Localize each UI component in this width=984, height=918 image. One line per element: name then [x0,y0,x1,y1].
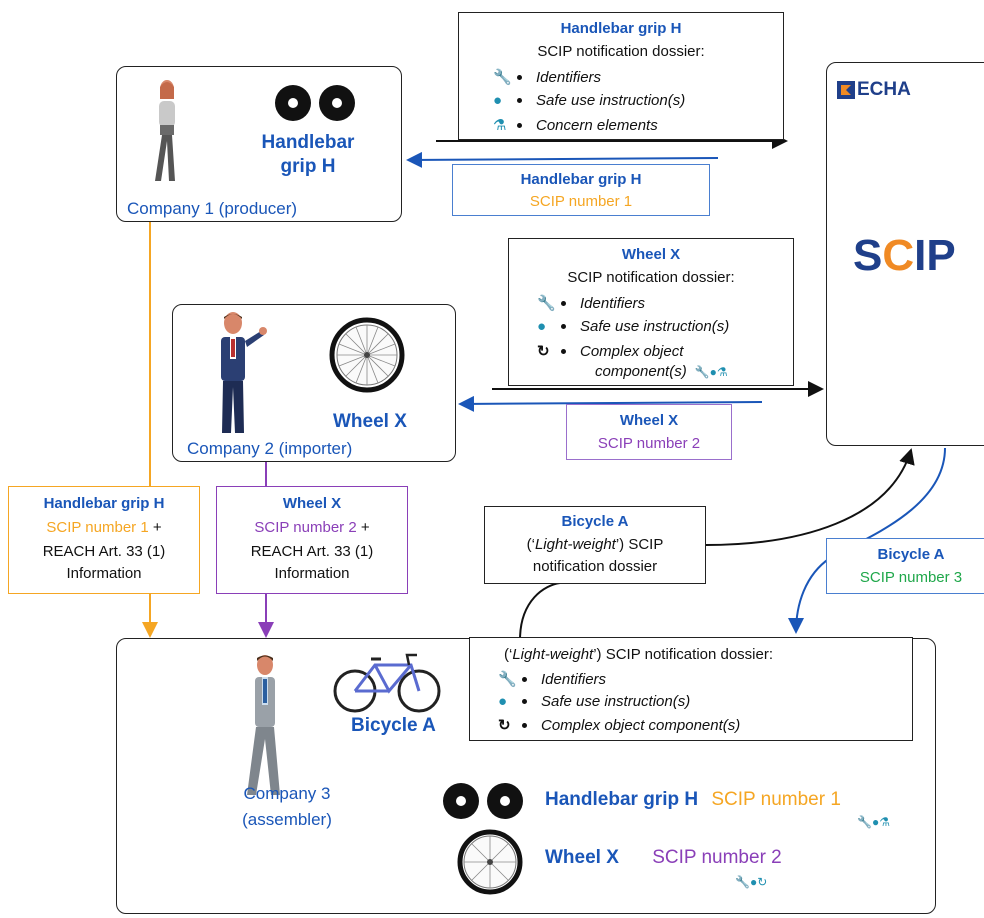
info1-box: Handlebar grip H SCIP number 1 + REACH A… [8,486,200,594]
component1-scip: SCIP number 1 [711,789,841,810]
component1-name: Handlebar grip H [545,789,699,810]
info2-reach: REACH Art. 33 (1) [250,543,374,560]
inner-dossier-item-complex-object: ↻Complex object component(s) [498,716,741,735]
reply2-scip-number: SCIP number 2 [597,435,701,452]
company2-product-label: Wheel X [333,411,407,432]
company3-label: Company 3 (assembler) [242,784,332,829]
reply1-title: Handlebar grip H [520,171,642,188]
dossier2-title: Wheel X [621,246,681,263]
arrow-echa-to-company1 [406,151,719,168]
reply2-title: Wheel X [619,412,679,429]
dossier2-heading: SCIP notification dossier: [567,269,735,286]
cycle-arrow-icon: ↻ [498,717,511,734]
inner-dossier-box: (‘Light-weight’) SCIP notification dossi… [469,637,913,741]
dossier3-line2: (‘Light-weight’) SCIP [526,536,664,553]
company3-product-label: Bicycle A [351,715,436,736]
dossier2-item-complex-object-cont: component(s) 🔧●⚗ [595,363,728,380]
company2-box: Wheel X Company 2 (importer) [172,304,456,462]
dossier3-line3: notification dossier [532,558,658,575]
info2-scip-line: SCIP number 2 + [254,519,370,536]
person-info-icon: ● [537,318,547,335]
reply3-box: Bicycle A SCIP number 3 [826,538,984,594]
echa-logo-text: ECHA [857,79,911,100]
screwdriver-icon: 🔧 [498,671,517,688]
screwdriver-icon: 🔧 [537,295,556,312]
echa-panel: ECHA SCIP [826,62,984,446]
identifier-icons-small: 🔧●⚗ [694,364,728,379]
echa-logo: ECHA [837,79,911,101]
cycle-arrow-icon: ↻ [537,343,550,360]
company2-label: Company 2 (importer) [187,439,353,458]
businessman-figure-icon [221,312,267,433]
reply3-title: Bicycle A [877,546,945,563]
dossier1-box: Handlebar grip H SCIP notification dossi… [458,12,784,140]
component1-icons: 🔧●⚗ [857,815,890,829]
info1-reach: REACH Art. 33 (1) [42,543,166,560]
company3-box: Bicycle A Company 3 (assembler) (‘Light-… [116,637,936,914]
reply2-box: Wheel X SCIP number 2 [566,404,732,460]
person-info-icon: ● [493,92,503,109]
company1-box: Handlebar grip H Company 1 (producer) [116,66,402,222]
component2-name: Wheel X [545,847,619,868]
dossier2-box: Wheel X SCIP notification dossier: 🔧Iden… [508,238,794,386]
arrow-echa-to-company2 [458,395,763,412]
dossier2-item-safe-use: ●Safe use instruction(s) [537,318,730,335]
woman-figure-icon [155,80,175,181]
component2-scip: SCIP number 2 [652,847,782,868]
reply1-scip-number: SCIP number 1 [529,193,633,210]
wheel-icon [457,829,523,895]
company1-product-label: Handlebar grip H [261,132,355,177]
wheel-icon [329,317,405,393]
screwdriver-icon: 🔧 [493,69,512,86]
arrow-bicycle-dossier-to-echa [519,582,561,641]
echa-logo-icon [837,81,855,99]
dossier1-item-identifiers: 🔧Identifiers [493,68,602,87]
component1-row: Handlebar grip H SCIP number 1 [545,789,841,811]
handlebar-grip-icon [443,783,523,819]
man-walking-figure-icon [247,655,280,795]
bicycle-icon [333,653,441,713]
dossier1-heading: SCIP notification dossier: [537,43,705,60]
info1-scip-line: SCIP number 1 + [46,519,162,536]
info1-title: Handlebar grip H [43,495,165,512]
reply3-scip-number: SCIP number 3 [859,569,963,586]
handlebar-grip-icon [275,85,355,121]
reply1-box: Handlebar grip H SCIP number 1 [452,164,710,216]
inner-dossier-item-safe-use: ●Safe use instruction(s) [498,693,691,710]
inner-dossier-heading: (‘Light-weight’) SCIP notification dossi… [504,646,774,663]
dossier1-item-safe-use: ●Safe use instruction(s) [493,92,686,109]
person-info-icon: ● [498,693,508,710]
dossier2-item-identifiers: 🔧Identifiers [537,294,646,313]
company1-label: Company 1 (producer) [127,199,298,218]
dossier2-item-complex-object: ↻Complex object [537,342,684,361]
info2-information: Information [274,565,350,582]
info2-box: Wheel X SCIP number 2 + REACH Art. 33 (1… [216,486,408,594]
info2-title: Wheel X [282,495,342,512]
component2-row: Wheel X SCIP number 2 [545,847,782,869]
info1-information: Information [66,565,142,582]
dossier1-title: Handlebar grip H [560,20,682,37]
chemical-icon: ⚗ [493,117,507,134]
dossier1-item-concern: ⚗Concern elements [493,116,658,135]
scip-logo: SCIP [853,231,956,280]
inner-dossier-item-identifiers: 🔧Identifiers [498,670,607,689]
dossier3-box: Bicycle A (‘Light-weight’) SCIP notifica… [484,506,706,584]
dossier3-title: Bicycle A [561,513,629,530]
component2-icons: 🔧●↻ [735,875,768,889]
